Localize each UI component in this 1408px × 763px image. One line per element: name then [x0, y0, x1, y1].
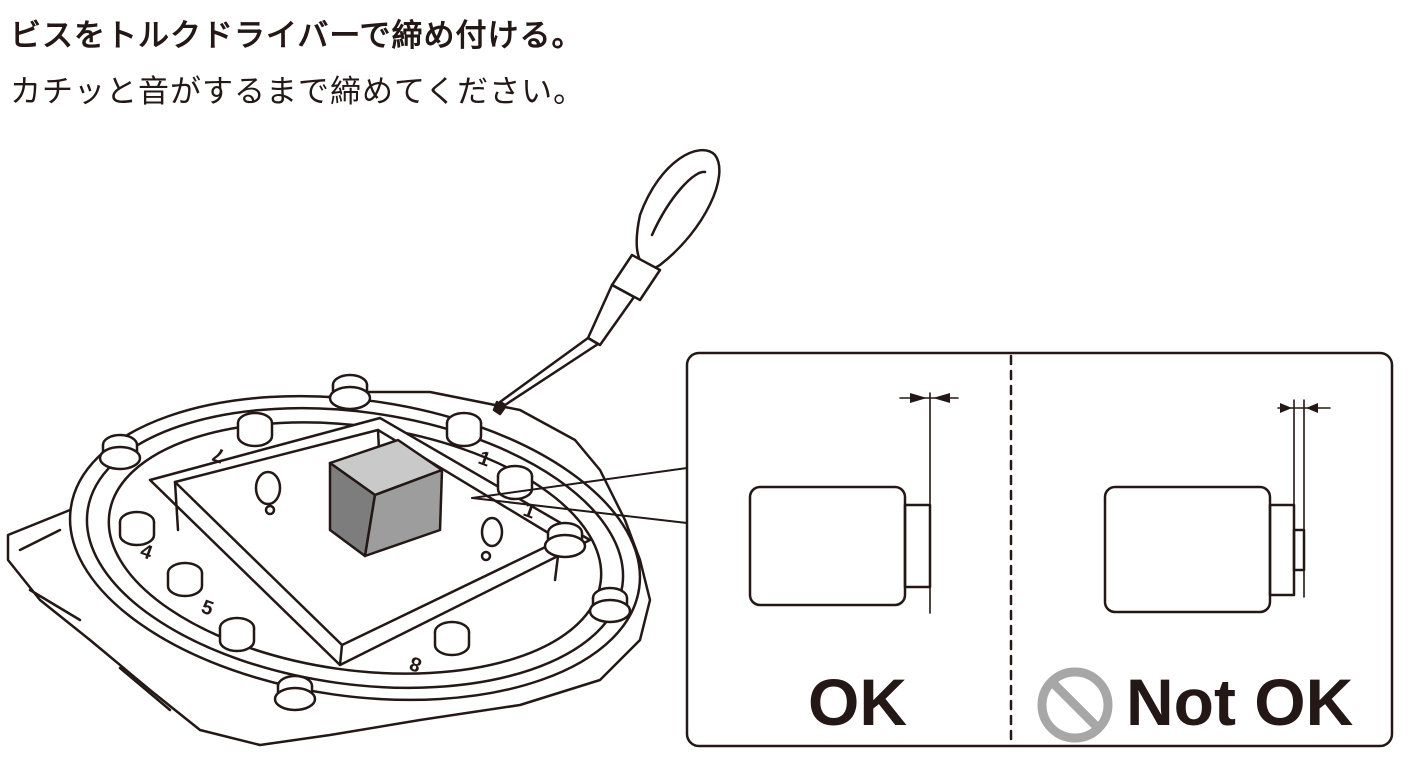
ok-label: OK — [808, 665, 907, 739]
callout-lines — [471, 467, 688, 524]
ok-detail-drawing — [748, 392, 959, 614]
camera-module — [328, 438, 444, 558]
torque-screwdriver — [492, 149, 721, 416]
instruction-heading: ビスをトルクドライバーで締め付ける。 — [10, 18, 584, 54]
notok-detail-drawing — [1103, 399, 1331, 614]
screw-bosses — [98, 373, 632, 712]
instruction-subtext: カチッと音がするまで締めてください。 — [10, 74, 586, 110]
callout-box — [685, 351, 1394, 748]
notok-label: Not OK — [1126, 665, 1354, 739]
prohibition-icon — [1037, 667, 1113, 743]
